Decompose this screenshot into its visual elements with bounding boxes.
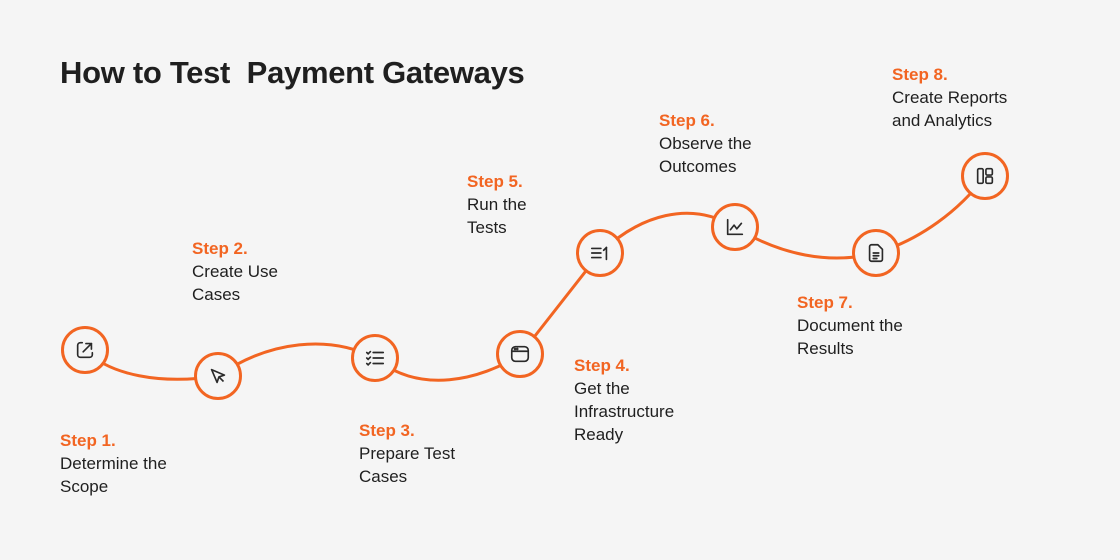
step-description: Create Use Cases	[192, 262, 278, 304]
browser-window-icon	[510, 345, 530, 363]
cursor-arrow-icon	[210, 368, 226, 384]
checklist-icon	[365, 350, 385, 367]
list-return-icon	[590, 246, 608, 261]
step-7-label: Step 7. Document the Results	[797, 291, 903, 360]
step-description: Observe the Outcomes	[659, 134, 752, 176]
step-2-label: Step 2. Create Use Cases	[192, 237, 278, 306]
dashboard-layout-icon	[976, 167, 994, 185]
step-description: Create Reports and Analytics	[892, 88, 1008, 130]
step-number: Step 7.	[797, 293, 853, 312]
step-description: Get the Infrastructure Ready	[574, 379, 675, 444]
page-title: How to Test Payment Gateways	[60, 55, 525, 90]
step-3-label: Step 3. Prepare Test Cases	[359, 419, 455, 488]
step-4-label: Step 4. Get the Infrastructure Ready	[574, 354, 674, 446]
step-8-node	[961, 152, 1009, 200]
step-number: Step 5.	[467, 172, 523, 191]
step-number: Step 8.	[892, 65, 948, 84]
step-number: Step 6.	[659, 111, 715, 130]
step-4-node	[496, 330, 544, 378]
step-number: Step 3.	[359, 421, 415, 440]
line-chart-icon	[726, 218, 744, 236]
step-1-node	[61, 326, 109, 374]
step-5-node	[576, 229, 624, 277]
document-icon	[868, 243, 884, 263]
step-6-node	[711, 203, 759, 251]
step-1-label: Step 1. Determine the Scope	[60, 429, 167, 498]
step-5-label: Step 5. Run the Tests	[467, 170, 527, 239]
step-7-node	[852, 229, 900, 277]
step-description: Run the Tests	[467, 195, 527, 237]
step-number: Step 4.	[574, 356, 630, 375]
step-description: Document the Results	[797, 316, 903, 358]
step-3-node	[351, 334, 399, 382]
step-number: Step 1.	[60, 431, 116, 450]
external-link-square-icon	[76, 341, 94, 359]
step-8-label: Step 8. Create Reports and Analytics	[892, 63, 1007, 132]
step-description: Determine the Scope	[60, 454, 167, 496]
step-description: Prepare Test Cases	[359, 444, 456, 486]
step-6-label: Step 6. Observe the Outcomes	[659, 109, 752, 178]
step-2-node	[194, 352, 242, 400]
step-number: Step 2.	[192, 239, 248, 258]
